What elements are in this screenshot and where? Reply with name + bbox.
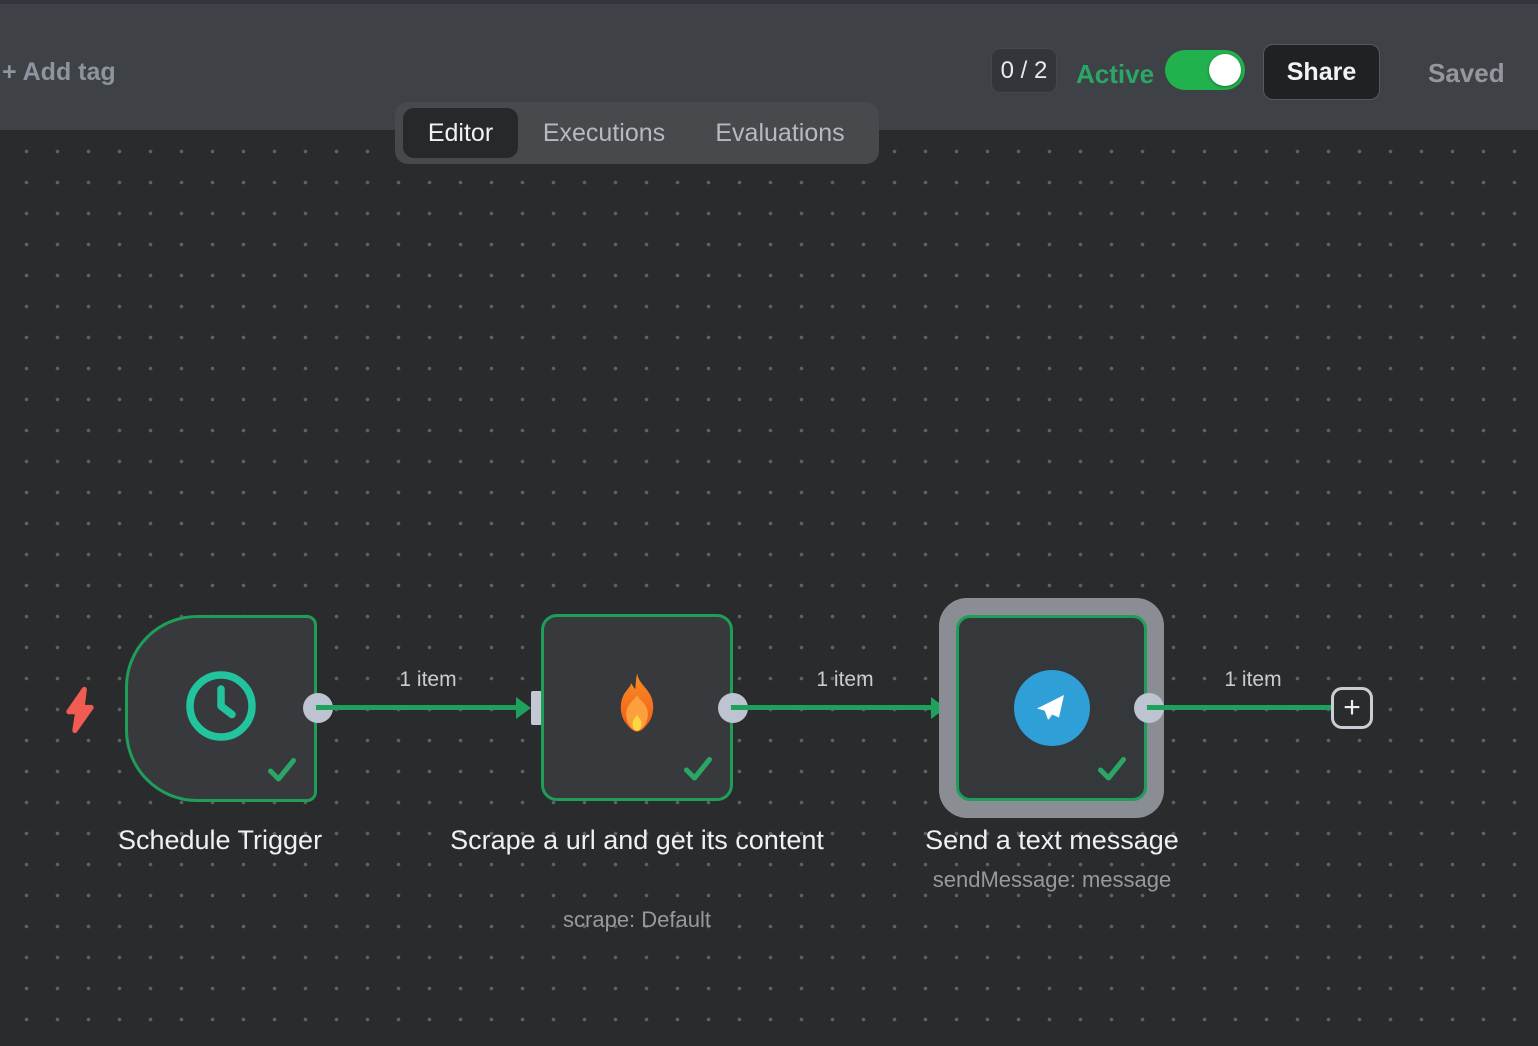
workflow-canvas[interactable]: 1 item 1: [0, 130, 1538, 1046]
node-scrape-url[interactable]: [541, 614, 733, 801]
tab-executions[interactable]: Executions: [542, 118, 666, 147]
toggle-knob-icon: [1209, 54, 1241, 86]
add-tag-button[interactable]: + Add tag: [2, 58, 116, 86]
view-tabbar: Editor Executions Evaluations: [395, 102, 879, 164]
share-button[interactable]: Share: [1263, 44, 1380, 100]
connection-line: [1147, 705, 1333, 710]
connection-item-count: 1 item: [816, 668, 874, 691]
telegram-icon: [1013, 670, 1090, 746]
add-node-button[interactable]: +: [1331, 687, 1373, 729]
node-title: Schedule Trigger: [117, 825, 323, 855]
active-label: Active: [1076, 59, 1155, 89]
trigger-bolt-icon: [59, 686, 101, 739]
success-check-icon: [267, 758, 297, 787]
saved-status: Saved: [1428, 58, 1505, 88]
clock-icon: [182, 667, 260, 750]
connection-arrow-icon: [516, 697, 531, 719]
execution-count-badge: 0 / 2: [991, 48, 1057, 93]
connection-line: [731, 705, 933, 710]
node-title: Send a text message: [925, 825, 1179, 855]
fire-icon: [606, 672, 668, 743]
plus-icon: +: [1343, 691, 1361, 724]
success-check-icon: [1097, 757, 1127, 786]
node-title: Scrape a url and get its content: [450, 825, 824, 855]
node-schedule-trigger[interactable]: [125, 615, 317, 802]
node-subtitle: scrape: Default: [563, 907, 711, 932]
tab-evaluations[interactable]: Evaluations: [715, 118, 845, 147]
node-subtitle: sendMessage: message: [932, 867, 1172, 892]
success-check-icon: [683, 757, 713, 786]
connection-item-count: 1 item: [399, 668, 457, 691]
tab-editor[interactable]: Editor: [403, 108, 518, 158]
active-toggle[interactable]: [1165, 50, 1245, 90]
connection-item-count: 1 item: [1224, 668, 1282, 691]
connection-line: [316, 705, 518, 710]
node-send-text-message[interactable]: [956, 615, 1147, 801]
window-top-strip: [0, 0, 1538, 4]
